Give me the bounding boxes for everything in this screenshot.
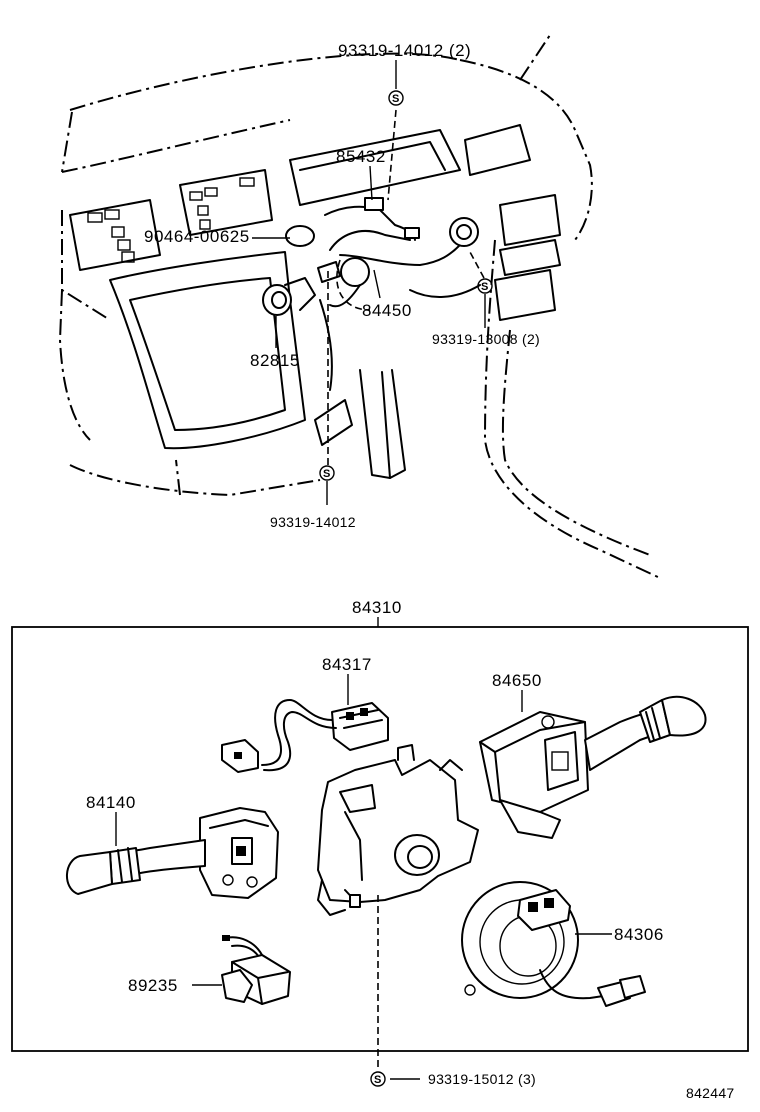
svg-text:S: S bbox=[392, 93, 399, 105]
label-84450: 84450 bbox=[362, 301, 412, 320]
instrument-panel-illustration bbox=[58, 34, 661, 579]
label-84650: 84650 bbox=[492, 671, 542, 690]
label-84306: 84306 bbox=[614, 925, 664, 944]
label-84310: 84310 bbox=[352, 598, 402, 617]
part-84650-illustration: 84650 bbox=[479, 671, 707, 839]
bottom-screw-callout: S 93319-15012 (3) bbox=[370, 895, 536, 1087]
svg-text:S: S bbox=[374, 1074, 381, 1086]
assembly-box: 84310 bbox=[11, 598, 749, 1052]
label-93319-13008-2: 93319-13008 (2) bbox=[432, 331, 540, 347]
screw-symbol: S bbox=[477, 278, 493, 294]
top-labels: 93319-14012 (2) S 85432 90464-00625 8445… bbox=[144, 41, 540, 530]
screw-symbol: S bbox=[319, 465, 335, 481]
part-84140-illustration: 84140 bbox=[66, 793, 279, 899]
label-89235: 89235 bbox=[128, 976, 178, 995]
part-84317-illustration: 84317 bbox=[221, 655, 389, 773]
label-85432: 85432 bbox=[336, 147, 386, 166]
part-89235-illustration: 89235 bbox=[128, 935, 291, 1005]
diagram-number: 842447 bbox=[686, 1085, 735, 1101]
screw-symbol: S bbox=[388, 90, 404, 106]
label-84140: 84140 bbox=[86, 793, 136, 812]
label-84317: 84317 bbox=[322, 655, 372, 674]
label-82815: 82815 bbox=[250, 351, 300, 370]
svg-text:S: S bbox=[323, 468, 330, 480]
label-93319-14012-2: 93319-14012 (2) bbox=[338, 41, 471, 60]
label-93319-15012-3: 93319-15012 (3) bbox=[428, 1071, 536, 1087]
screw-symbol: S bbox=[370, 1071, 386, 1087]
part-84306-illustration: 84306 bbox=[461, 881, 664, 1007]
label-93319-14012: 93319-14012 bbox=[270, 514, 356, 530]
switch-bracket-illustration bbox=[317, 744, 479, 916]
svg-text:S: S bbox=[481, 281, 488, 293]
label-90464-00625: 90464-00625 bbox=[144, 227, 250, 246]
